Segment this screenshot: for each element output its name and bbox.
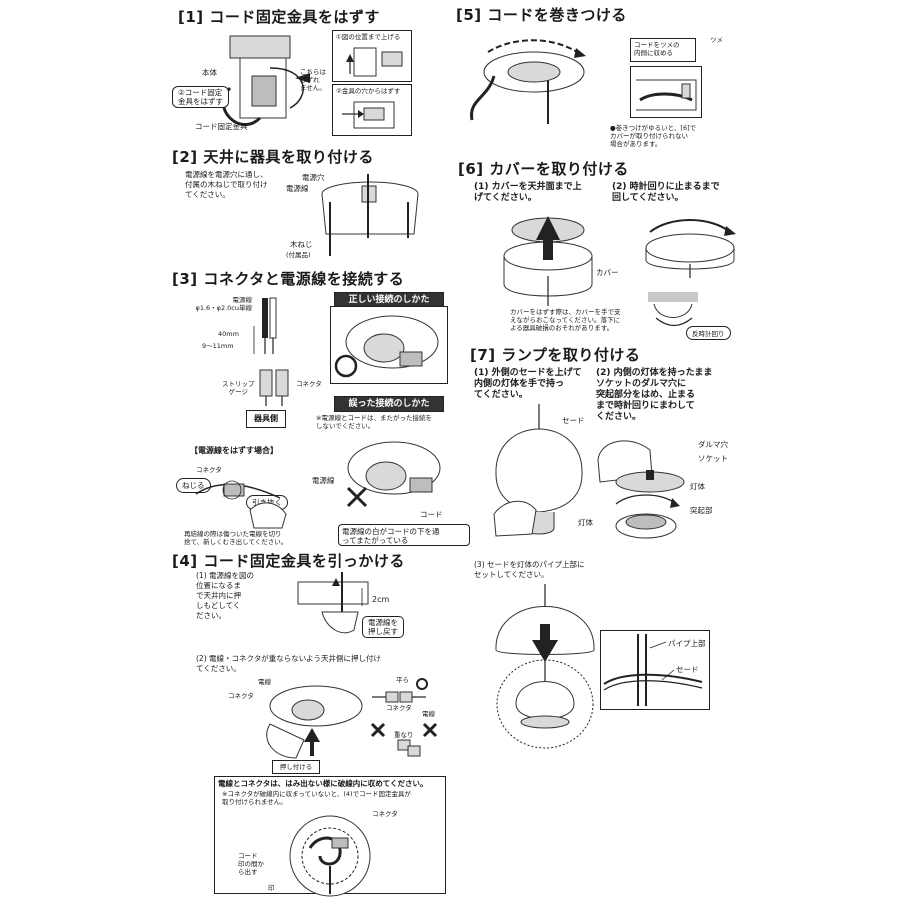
- inside-label-box: [630, 38, 696, 62]
- set-shade-illustration: [495, 584, 595, 749]
- inside-label: コードをツメの 内側に収める: [634, 41, 680, 57]
- rotate-cover-illustration: [645, 219, 736, 278]
- length-9-11mm: 9～11mm: [202, 342, 234, 350]
- s7-step-2: (2) 内側の灯体を持ったまま ソケットのダルマ穴に 突起部分をはめ、止まる ま…: [596, 368, 713, 422]
- wire-spec-label: 電源線 φ1.6・φ2.0cu単線: [195, 296, 252, 312]
- socket-label: ソケット: [698, 454, 728, 463]
- wrap-cord-illustration: [470, 39, 586, 124]
- dimension-2cm: 2cm: [372, 595, 390, 604]
- connector-small-label: コネクタ: [386, 704, 412, 712]
- inset-1-illustration: [346, 47, 403, 77]
- pipe-detail-box: [600, 630, 710, 710]
- note-connector-label: コネクタ: [372, 810, 398, 818]
- s2-instruction: 電源線を電源穴に通し、 付属の木ねじで取り付け てください。: [185, 170, 268, 199]
- wrong-connection-illustration: [346, 441, 441, 508]
- ccw-label: 反時計回り: [686, 326, 731, 340]
- cord-out-label: コード 印の間か ら出す: [238, 852, 264, 876]
- section-1-title: [1] コード固定金具をはずす: [178, 8, 380, 26]
- length-40mm: 40mm: [218, 330, 239, 338]
- mark-label: 印: [268, 884, 275, 892]
- containment-note-title: 電線とコネクタは、はみ出ない様に破線内に収めてください。: [218, 779, 428, 788]
- s6-step-1: (1) カバーを天井面まで上 げてください。: [474, 182, 582, 203]
- cover-label: カバー: [596, 268, 619, 277]
- lamp-body-cut-label: 灯体: [578, 518, 593, 527]
- section-7-title: [7] ランプを取り付ける: [470, 346, 641, 364]
- hold-lamp-illustration: [493, 404, 583, 537]
- remove-connector-label: コネクタ: [196, 466, 222, 474]
- wood-screw-note: (付属品): [286, 251, 311, 259]
- power-hole-label: 電源穴: [302, 173, 325, 182]
- wrap-note: ●巻きつけがゆるいと、[6]で カバーが取り付けられない 場合があります。: [610, 124, 697, 148]
- pipe-top-label: パイプ上部: [668, 639, 706, 648]
- connector-label-s4: コネクタ: [228, 692, 254, 700]
- lamp-body-label: 灯体: [690, 482, 705, 491]
- containment-illustration: [289, 815, 371, 897]
- press-label: 押し付ける: [279, 763, 313, 771]
- fixture-side-box: [246, 410, 286, 428]
- containment-note-sub: ※コネクタが破線内に収まっていないと、(4)でコード固定金具が 取り付けられませ…: [222, 790, 412, 806]
- push-back-wire-illustration: [297, 572, 369, 634]
- wire-label-s4: 電線: [258, 678, 271, 686]
- cord-label-wrong: コード: [420, 510, 443, 519]
- strip-gauge-label: ストリップ ゲージ: [222, 380, 255, 396]
- power-wire-label-wrong: 電源線: [312, 476, 335, 485]
- wire-small-label: 電線: [422, 710, 435, 718]
- body-label: 本体: [202, 68, 217, 77]
- protrusion-label: 突起部: [690, 506, 713, 515]
- section-6-title: [6] カバーを取り付ける: [458, 160, 629, 178]
- connector-label: コネクタ: [296, 380, 322, 388]
- s7-step-3: (3) セードを灯体のパイプ上部に セットしてください。: [474, 560, 585, 579]
- remove-wire-title: 【電源線をはずす場合】: [190, 446, 278, 455]
- overlap-label: 重なり: [394, 731, 414, 739]
- s7-step-1: (1) 外側のセードを上げて 内側の灯体を手で持っ てください。: [474, 368, 582, 400]
- press-label-box: [272, 760, 320, 774]
- inset-2-illustration: [342, 101, 395, 129]
- daruma-hole-label: ダルマ穴: [698, 440, 728, 449]
- claw-inset-illustration: [636, 79, 697, 111]
- claw-label: ツメ: [710, 36, 723, 44]
- wire-strip-illustration: [253, 297, 277, 354]
- cord-fixture-label: コード固定金具: [195, 122, 248, 131]
- raise-cover-illustration: [503, 216, 593, 306]
- correct-connection-illustration: [334, 315, 439, 378]
- flat-label: 平ら: [396, 676, 409, 684]
- ccw-illustration: [648, 292, 698, 327]
- fixture-side-label: 器具側: [254, 414, 278, 423]
- s6-step-2: (2) 時計回りに止まるまで 回してください。: [612, 182, 720, 203]
- wrong-callout-text: 電源線の白がコードの下を通 ってまたがっている: [342, 527, 440, 545]
- section-4-title: [4] コード固定金具を引っかける: [172, 552, 405, 570]
- cover-remove-note: カバーをはずす際は、カバーを手で支 えながらおこなってください。落下に よる器具…: [510, 308, 621, 332]
- inset-1-label: ①図の位置まで上げる: [336, 33, 401, 41]
- ceiling-mount-illustration: [321, 174, 419, 256]
- wrong-connection-title: 誤った接続のしかた: [334, 396, 444, 412]
- remove-fixture-label: ②コード固定 金具をはずす: [172, 86, 229, 108]
- shade2-label: セード: [676, 665, 699, 674]
- inset-2-label: ②金具の穴からはずす: [336, 87, 401, 95]
- socket-attach-illustration: [597, 440, 685, 539]
- not-removable-label: こちらは はずれ ません。: [300, 68, 326, 92]
- flat-vs-overlap-illustration: [370, 678, 438, 757]
- power-wire-label: 電源線: [286, 184, 309, 193]
- wood-screw-label: 木ねじ: [290, 240, 313, 249]
- strip-gauge-connector-illustration: [259, 369, 289, 406]
- wrong-callout-box: [338, 524, 470, 546]
- section-3-title: [3] コネクタと電源線を接続する: [172, 270, 405, 288]
- wire-removal-illustration: [195, 480, 287, 529]
- shade-label: セード: [562, 416, 585, 425]
- s4-step-2: (2) 電線・コネクタが重ならないよう天井側に押し付け てください。: [196, 654, 382, 673]
- pipe-detail-illustration: [603, 634, 703, 706]
- s4-step-1: (1) 電源線を図の 位置になるま で天井内に押 しもどしてく ださい。: [196, 571, 255, 620]
- twist-label: ねじる: [176, 478, 211, 493]
- section-5-title: [5] コードを巻きつける: [456, 6, 627, 24]
- section-2-title: [2] 天井に器具を取り付ける: [172, 148, 374, 166]
- reconnect-note: 再結線の際は傷ついた電線を切り 捨て、新しくむき出してください。: [184, 530, 288, 546]
- press-wires-illustration: [266, 685, 363, 759]
- wrong-connection-note: ※電源線とコードは、またがった接続を しないでください。: [316, 414, 432, 430]
- push-back-label: 電源線を 押し戻す: [362, 616, 404, 638]
